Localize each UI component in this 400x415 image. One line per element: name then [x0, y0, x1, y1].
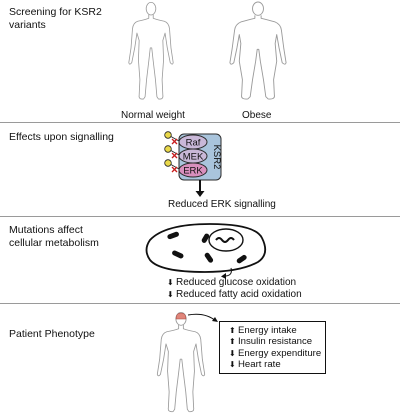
cell-diagram [145, 223, 267, 279]
normal-weight-label: Normal weight [121, 110, 185, 121]
divider-3 [0, 303, 400, 304]
divider-2 [0, 216, 400, 217]
phenotype-effect: ⬆Insulin resistance [229, 336, 325, 347]
brain-to-box-arrow [187, 313, 218, 322]
divider-1 [0, 122, 400, 123]
phenotype-effect: ⬇Heart rate [229, 359, 325, 370]
up-arrow-icon: ⬆ [229, 326, 236, 335]
down-arrow-icon: ⬇ [167, 278, 174, 287]
phenotype-effect-text: Energy expenditure [238, 347, 322, 359]
ksr2-label: KSR2 [211, 145, 222, 170]
phosphate-icon [164, 159, 180, 170]
nucleus [208, 228, 244, 252]
mitochondrion-icon [167, 231, 247, 264]
inhibition-x-icon [171, 138, 178, 173]
effect-glucose-text: Reduced glucose oxidation [176, 277, 297, 288]
effect-fatty-acid: ⬇Reduced fatty acid oxidation [167, 289, 302, 301]
output-arrow [225, 267, 232, 277]
phosphate-icon [164, 145, 180, 156]
down-arrow-icon: ⬇ [167, 289, 174, 299]
metabolism-effects: ⬇Reduced glucose oxidation ⬇Reduced fatt… [167, 277, 302, 300]
effect-fatty-acid-text: Reduced fatty acid oxidation [176, 288, 302, 300]
metabolism-title: Mutations affect cellular metabolism [9, 224, 99, 249]
down-arrow-icon: ⬇ [229, 348, 236, 358]
erk-label: ERK [183, 166, 203, 177]
raf-label: Raf [186, 138, 201, 149]
cell-membrane [145, 223, 267, 273]
signalling-title: Effects upon signalling [9, 131, 114, 143]
down-arrow-icon [195, 180, 205, 197]
patient-body-icon [156, 311, 206, 413]
mek-label: MEK [183, 152, 204, 163]
phenotype-effect-text: Heart rate [238, 359, 281, 371]
down-arrow-icon: ⬇ [229, 360, 236, 370]
signalling-result: Reduced ERK signalling [168, 199, 276, 210]
effect-glucose: ⬇Reduced glucose oxidation [167, 277, 302, 289]
phenotype-effect-text: Insulin resistance [238, 336, 313, 348]
erk-kinase [178, 162, 208, 178]
ksr2-complex: KSR2 Raf MEK ERK [164, 131, 222, 197]
phenotype-effect-text: Energy intake [238, 325, 297, 336]
phenotype-effects-box: ⬆Energy intake ⬆Insulin resistance ⬇Ener… [219, 321, 326, 374]
phenotype-effect: ⬇Energy expenditure [229, 348, 325, 359]
obese-body-icon [229, 1, 287, 100]
up-arrow-icon: ⬆ [229, 337, 236, 347]
phosphate-icon [164, 131, 180, 142]
output-arrowhead [221, 273, 226, 279]
phenotype-effect: ⬆Energy intake [229, 325, 325, 336]
obese-label: Obese [242, 110, 272, 121]
screening-title: Screening for KSR2 variants [9, 6, 102, 31]
normal-weight-body-icon [128, 1, 174, 100]
brain-icon [175, 312, 187, 320]
chromatin-icon [215, 237, 235, 243]
phenotype-title: Patient Phenotype [9, 328, 95, 340]
